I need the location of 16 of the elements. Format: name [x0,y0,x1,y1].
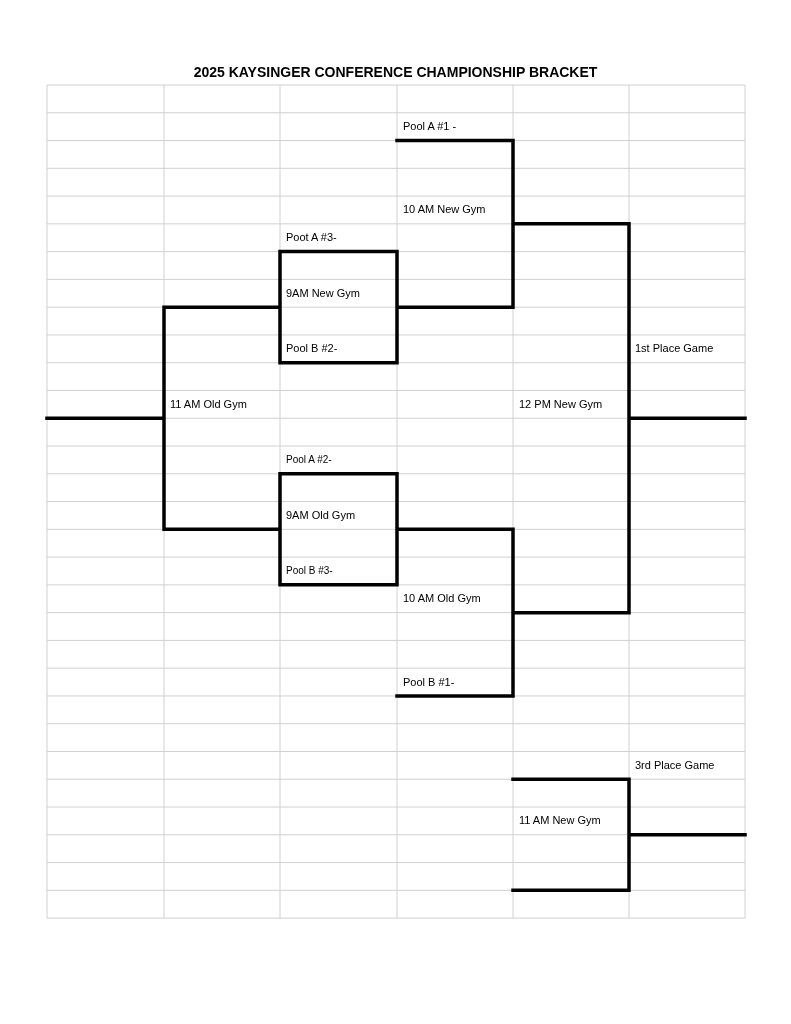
team-slot: Poot A #3- [286,231,337,245]
game-time-label: 12 PM New Gym [519,397,603,411]
team-slot: Pool A #2- [286,453,332,467]
team-slot: Pool B #1- [403,675,455,689]
game-time-label: 11 AM New Gym [519,814,601,828]
bracket-title: 2025 KAYSINGER CONFERENCE CHAMPIONSHIP BRACKET [192,64,599,80]
team-slot: Pool B #3- [286,564,333,578]
game-time-label: 11 AM Old Gym [170,397,247,411]
game-time-label: 10 AM New Gym [403,203,486,217]
team-slot: Pool A #1 - [403,120,457,134]
team-slot: Pool B #2- [286,342,338,356]
game-name: 1st Place Game [635,342,714,356]
game-time-label: 9AM New Gym [286,286,360,300]
game-name: 3rd Place Game [635,758,715,772]
game-time-label: 9AM Old Gym [286,508,356,522]
game-time-label: 10 AM Old Gym [403,592,481,606]
